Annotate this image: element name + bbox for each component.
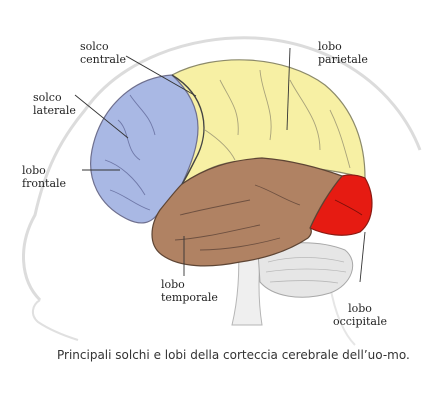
label-line: lobo <box>318 40 342 53</box>
label-lobo-frontale: lobo frontale <box>22 164 66 190</box>
label-line: temporale <box>161 291 218 304</box>
label-line: lobo <box>161 278 185 291</box>
label-line: parietale <box>318 53 368 66</box>
label-line: lobo <box>22 164 46 177</box>
label-line: frontale <box>22 177 67 190</box>
face-profile <box>32 299 79 341</box>
frontal-lobe <box>90 74 199 224</box>
label-solco-centrale: solco centrale <box>80 40 126 66</box>
label-line: lobo <box>348 302 372 315</box>
leader-lines <box>74 47 366 283</box>
head-silhouette <box>22 36 422 302</box>
label-lobo-temporale: lobo temporale <box>161 278 218 304</box>
label-solco-laterale: solco laterale <box>33 91 76 117</box>
neck-outline <box>329 284 356 346</box>
label-lobo-parietale: lobo parietale <box>318 40 368 66</box>
label-line: occipitale <box>332 315 388 328</box>
label-lobo-occipitale: lobo occipitale <box>330 302 390 328</box>
label-line: centrale <box>80 53 127 66</box>
sulci-lines <box>104 69 363 251</box>
label-line: solco <box>33 91 62 104</box>
figure-caption: Principali solchi e lobi della corteccia… <box>57 348 410 362</box>
label-line: laterale <box>33 104 76 117</box>
temporal-lobe <box>151 157 344 267</box>
label-line: solco <box>80 40 109 53</box>
central-sulcus <box>171 74 205 185</box>
cerebellum-folds <box>265 257 347 284</box>
